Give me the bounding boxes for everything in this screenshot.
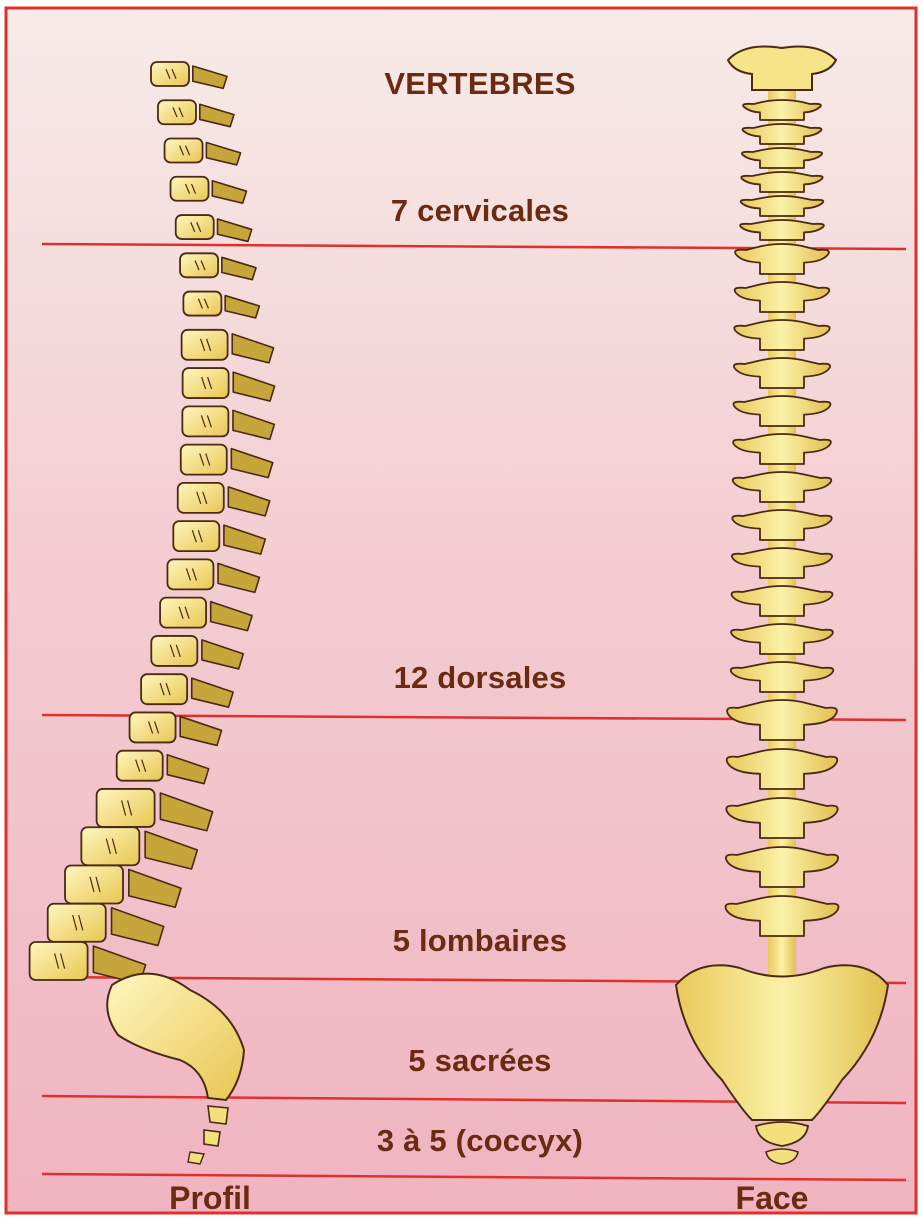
label-cervical: 7 cervicales bbox=[300, 193, 660, 229]
label-dorsal: 12 dorsales bbox=[300, 660, 660, 696]
label-face-view: Face bbox=[672, 1180, 872, 1216]
coccyx-profile bbox=[208, 1106, 228, 1124]
label-coccyx: 3 à 5 (coccyx) bbox=[300, 1123, 660, 1159]
label-lumbar: 5 lombaires bbox=[300, 923, 660, 959]
label-sacral: 5 sacrées bbox=[300, 1043, 660, 1079]
diagram-title: VERTEBRES bbox=[300, 66, 660, 102]
label-profile-view: Profil bbox=[110, 1180, 310, 1216]
coccyx-profile-tip bbox=[204, 1130, 220, 1146]
